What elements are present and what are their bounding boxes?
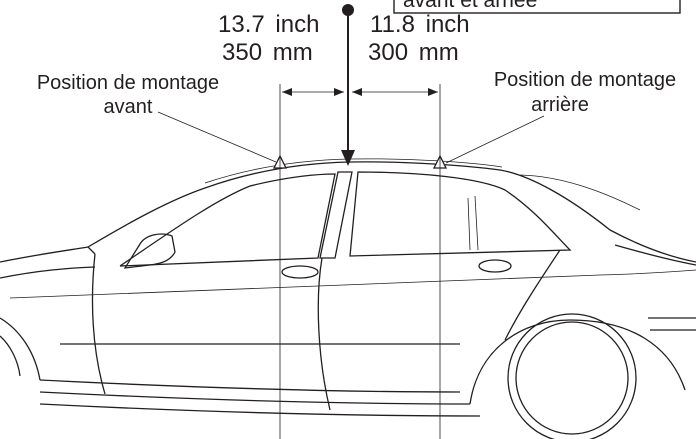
front-offset-label: 13.7 inch 350 mm [218, 11, 319, 66]
front-mount-line1: Position de montage [37, 72, 219, 94]
top-label-text: avant et arrièe [403, 0, 537, 12]
center-pin-dot [342, 4, 354, 16]
rear-mount-label: Position de montage arrière [494, 69, 676, 116]
leader-lines [157, 111, 545, 164]
rear-mm-value: 300 [368, 39, 408, 66]
svg-text:13.7 inch: 13.7 inch [218, 11, 319, 38]
center-arrow [341, 4, 355, 166]
front-mm-unit: mm [273, 39, 313, 66]
rear-inch-unit: inch [426, 11, 470, 38]
rear-offset-label: 11.8 inch 300 mm [368, 11, 470, 66]
rear-mount-line2: arrière [531, 94, 589, 116]
front-inch-unit: inch [275, 11, 319, 38]
front-mount-line2: avant [104, 96, 153, 118]
reference-lines [279, 84, 441, 439]
svg-text:300 mm: 300 mm [368, 39, 459, 66]
rear-mm-unit: mm [419, 39, 459, 66]
front-mm-value: 350 [222, 39, 262, 66]
front-inch-value: 13.7 [218, 11, 265, 38]
front-mount-label: Position de montage avant [37, 72, 219, 118]
rear-inch-value: 11.8 [370, 11, 415, 38]
rear-mount-line1: Position de montage [494, 69, 676, 91]
svg-text:350 mm: 350 mm [222, 39, 313, 66]
car-outline [0, 158, 696, 439]
svg-text:11.8 inch: 11.8 inch [370, 11, 470, 38]
dimension-arrows [282, 88, 438, 96]
top-label-box: avant et arrièe [393, 0, 681, 14]
